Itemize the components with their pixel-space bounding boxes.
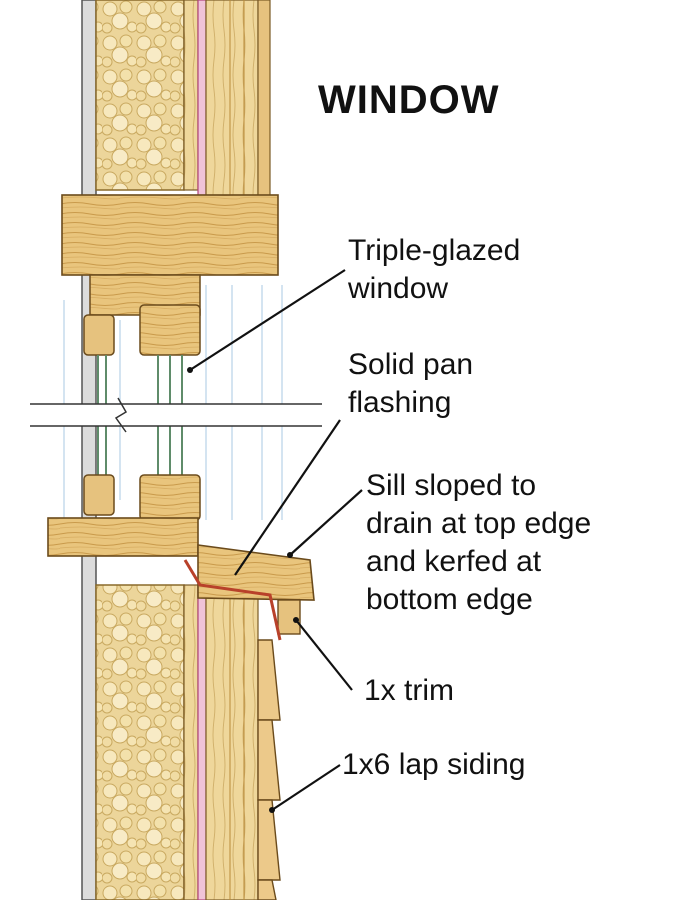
interior-stool [47, 517, 199, 557]
label-sill-line3: and kerfed at [366, 545, 542, 578]
leader-lines [189, 269, 363, 811]
label-flashing-line2: flashing [348, 386, 452, 419]
membrane-lower [197, 584, 207, 901]
label-window: Triple-glazed window [348, 232, 520, 308]
label-sill: Sill sloped to drain at top edge and ker… [366, 467, 591, 619]
label-siding: 1x6 lap siding [342, 748, 526, 781]
label-window-line2: window [348, 272, 449, 305]
leader-flashing [234, 419, 341, 576]
leader-siding [271, 764, 341, 811]
sash-bottom-rail [139, 474, 201, 521]
head-jamb [61, 194, 279, 276]
stud-upper [183, 0, 199, 191]
insulation-lower [95, 584, 185, 901]
diagram-title: WINDOW [318, 78, 500, 122]
leader-sill [289, 489, 363, 556]
pan-flashing [183, 559, 282, 641]
label-window-line1: Triple-glazed [348, 234, 521, 267]
leader-window [189, 269, 346, 371]
label-flashing-line1: Solid pan [348, 348, 474, 381]
label-trim: 1x trim [364, 674, 454, 707]
label-sill-line2: drain at top edge [366, 507, 592, 540]
label-flashing: Solid pan flashing [348, 346, 473, 422]
stud-lower [183, 584, 199, 901]
lap-siding [257, 639, 281, 901]
leader-trim [295, 619, 353, 691]
exterior-insulation-lower [205, 584, 259, 901]
insulation-upper [95, 0, 185, 191]
section-break [30, 397, 322, 433]
label-sill-line4: bottom edge [366, 583, 533, 616]
trim-board [277, 599, 301, 635]
gypsum-board [81, 0, 97, 901]
label-sill-line1: Sill sloped to [366, 469, 537, 502]
